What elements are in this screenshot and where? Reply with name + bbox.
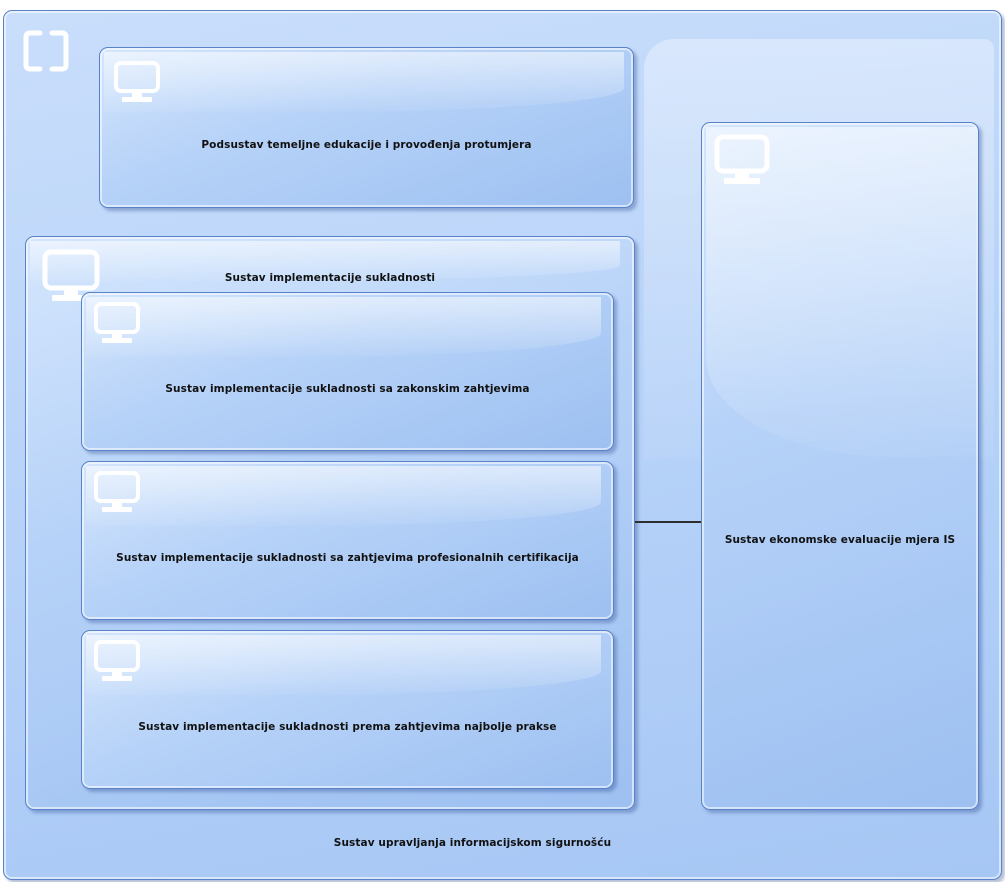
best-practice-compliance-label: Sustav implementacije sukladnosti prema … xyxy=(138,721,557,733)
outer-system-label: Sustav upravljanja informacijskom sigurn… xyxy=(333,837,612,849)
legal-compliance-label: Sustav implementacije sukladnosti sa zak… xyxy=(165,383,530,395)
monitor-icon xyxy=(42,249,100,301)
monitor-icon xyxy=(94,302,140,343)
legal-compliance-box[interactable]: Sustav implementacije sukladnosti sa zak… xyxy=(81,292,614,451)
system-boundary-icon xyxy=(23,30,69,72)
best-practice-compliance-box[interactable]: Sustav implementacije sukladnosti prema … xyxy=(81,630,614,789)
top-subsystem-box[interactable]: Podsustav temeljne edukacije i provođenj… xyxy=(99,47,634,208)
top-subsystem-label: Podsustav temeljne edukacije i provođenj… xyxy=(201,139,532,151)
certification-compliance-label: Sustav implementacije sukladnosti sa zah… xyxy=(116,552,579,564)
compliance-group-label: Sustav implementacije sukladnosti xyxy=(224,272,436,284)
economic-evaluation-box[interactable]: Sustav ekonomske evaluacije mjera IS xyxy=(701,122,979,810)
monitor-icon xyxy=(114,61,160,102)
certification-compliance-box[interactable]: Sustav implementacije sukladnosti sa zah… xyxy=(81,461,614,620)
monitor-icon xyxy=(714,134,770,184)
economic-evaluation-label: Sustav ekonomske evaluacije mjera IS xyxy=(724,534,956,546)
connector-line xyxy=(635,521,701,523)
monitor-icon xyxy=(94,471,140,512)
monitor-icon xyxy=(94,640,140,681)
